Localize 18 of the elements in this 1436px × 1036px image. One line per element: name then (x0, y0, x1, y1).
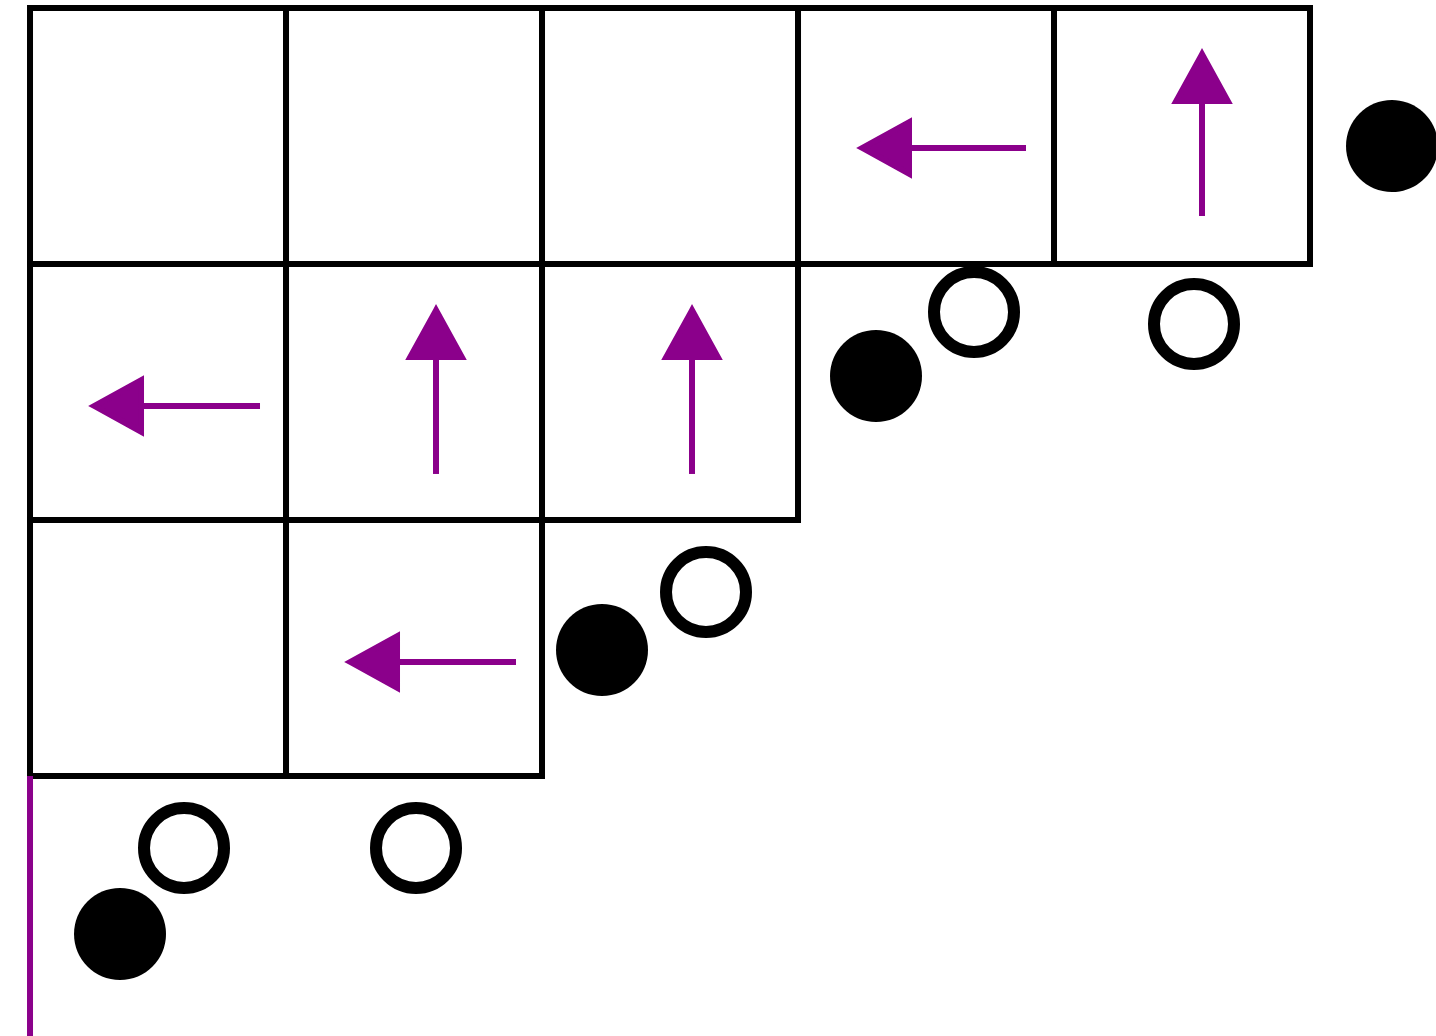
filled-dot (830, 330, 922, 422)
grid-cell (27, 4, 289, 267)
grid-cell (795, 4, 1057, 267)
grid-cell (283, 260, 545, 523)
grid-cell (27, 516, 289, 779)
grid-cell (539, 260, 801, 523)
hollow-dot (370, 801, 462, 894)
grid-cell (27, 260, 289, 523)
hollow-dot (138, 801, 230, 894)
grid-cell (539, 4, 801, 267)
grid-cell (283, 4, 545, 267)
filled-dot (74, 887, 166, 980)
grid-cell (283, 516, 545, 779)
hollow-dot (660, 545, 752, 638)
filled-dot (556, 603, 648, 696)
hollow-dot (1148, 278, 1240, 370)
grid-cell (1051, 4, 1313, 267)
hollow-dot (928, 265, 1020, 358)
